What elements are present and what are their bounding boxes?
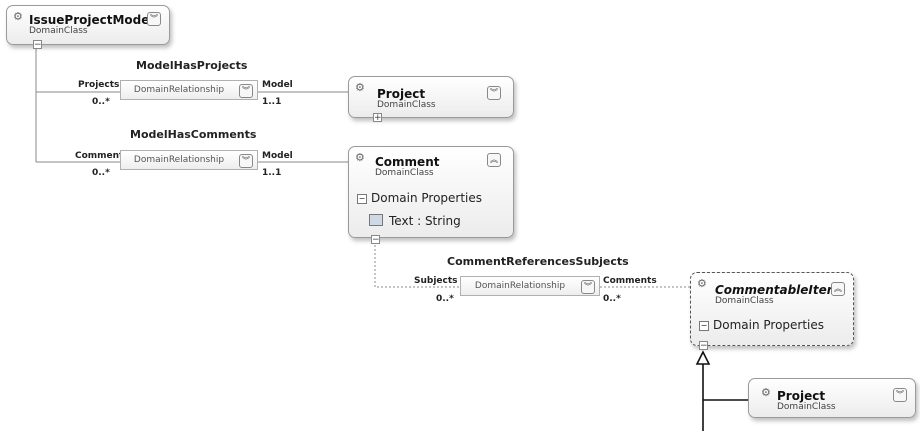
domain-properties-section[interactable]: −Domain Properties xyxy=(357,191,482,205)
gear-icon: ⚙ xyxy=(355,151,365,164)
target-role-label: Model xyxy=(262,80,293,90)
target-role-label: Comments xyxy=(603,276,657,286)
class-comment[interactable]: ⚙ Comment DomainClass ︽ −Domain Properti… xyxy=(348,146,514,245)
property-icon xyxy=(369,214,383,226)
domain-properties-section[interactable]: −Domain Properties xyxy=(699,318,824,332)
relationship-kind: DomainRelationship xyxy=(133,85,225,95)
gear-icon: ⚙ xyxy=(355,81,365,94)
section-label: Domain Properties xyxy=(713,318,825,332)
class-project-derived[interactable]: ⚙ Project DomainClass ︾ xyxy=(748,378,916,418)
class-title: Project xyxy=(377,87,426,101)
target-multiplicity: 1..1 xyxy=(262,168,282,178)
class-title: CommentableItem xyxy=(715,283,840,297)
source-multiplicity: 0..* xyxy=(436,294,454,304)
collapse-icon[interactable]: − xyxy=(371,235,380,245)
chevron-down-icon[interactable]: ︾ xyxy=(581,280,595,294)
expand-icon[interactable]: + xyxy=(373,113,382,123)
source-role-label: Projects xyxy=(78,80,120,90)
collapse-icon[interactable]: − xyxy=(33,40,42,50)
chevron-down-icon[interactable]: ︾ xyxy=(239,154,253,168)
collapse-icon[interactable]: − xyxy=(699,321,709,331)
class-commentable-item[interactable]: ⚙ CommentableItem DomainClass ︽ −Domain … xyxy=(690,272,854,351)
relationship-model-has-projects[interactable]: DomainRelationship ︾ xyxy=(120,80,258,100)
class-subtitle: DomainClass xyxy=(375,168,434,178)
class-project[interactable]: ⚙ Project DomainClass ︾ + xyxy=(348,76,514,123)
relationship-name: ModelHasComments xyxy=(130,128,257,141)
class-title: IssueProjectModel xyxy=(29,13,154,27)
class-title: Project xyxy=(777,389,826,403)
chevron-down-icon[interactable]: ︾ xyxy=(147,12,161,26)
chevron-up-icon[interactable]: ︽ xyxy=(487,153,501,167)
source-role-label: Comments xyxy=(75,151,129,161)
source-multiplicity: 0..* xyxy=(92,97,110,107)
collapse-icon[interactable]: − xyxy=(357,194,367,204)
relationship-name: ModelHasProjects xyxy=(136,59,248,72)
gear-icon: ⚙ xyxy=(697,277,707,290)
class-subtitle: DomainClass xyxy=(715,296,774,306)
target-role-label: Model xyxy=(262,151,293,161)
class-subtitle: DomainClass xyxy=(377,100,436,110)
property-label: Text : String xyxy=(389,214,461,228)
relationship-name: CommentReferencesSubjects xyxy=(447,255,629,268)
collapse-icon[interactable]: − xyxy=(699,341,708,351)
target-multiplicity: 1..1 xyxy=(262,97,282,107)
class-issue-project-model[interactable]: ⚙ IssueProjectModel DomainClass ︾ − xyxy=(6,5,170,50)
relationship-model-has-comments[interactable]: DomainRelationship ︾ xyxy=(120,150,258,170)
gear-icon: ⚙ xyxy=(761,386,771,399)
class-title: Comment xyxy=(375,155,440,169)
gear-icon: ⚙ xyxy=(13,10,23,23)
section-label: Domain Properties xyxy=(371,191,483,205)
source-multiplicity: 0..* xyxy=(92,168,110,178)
relationship-kind: DomainRelationship xyxy=(474,281,566,291)
class-subtitle: DomainClass xyxy=(777,402,836,412)
property-text[interactable]: Text : String xyxy=(369,214,461,228)
relationship-kind: DomainRelationship xyxy=(133,155,225,165)
chevron-down-icon[interactable]: ︾ xyxy=(239,84,253,98)
chevron-down-icon[interactable]: ︾ xyxy=(893,388,907,402)
source-role-label: Subjects xyxy=(414,276,458,286)
chevron-down-icon[interactable]: ︾ xyxy=(487,86,501,100)
relationship-comment-references-subjects[interactable]: DomainRelationship ︾ xyxy=(460,276,600,296)
class-subtitle: DomainClass xyxy=(29,26,88,36)
chevron-up-icon[interactable]: ︽ xyxy=(831,282,845,296)
target-multiplicity: 0..* xyxy=(603,294,621,304)
